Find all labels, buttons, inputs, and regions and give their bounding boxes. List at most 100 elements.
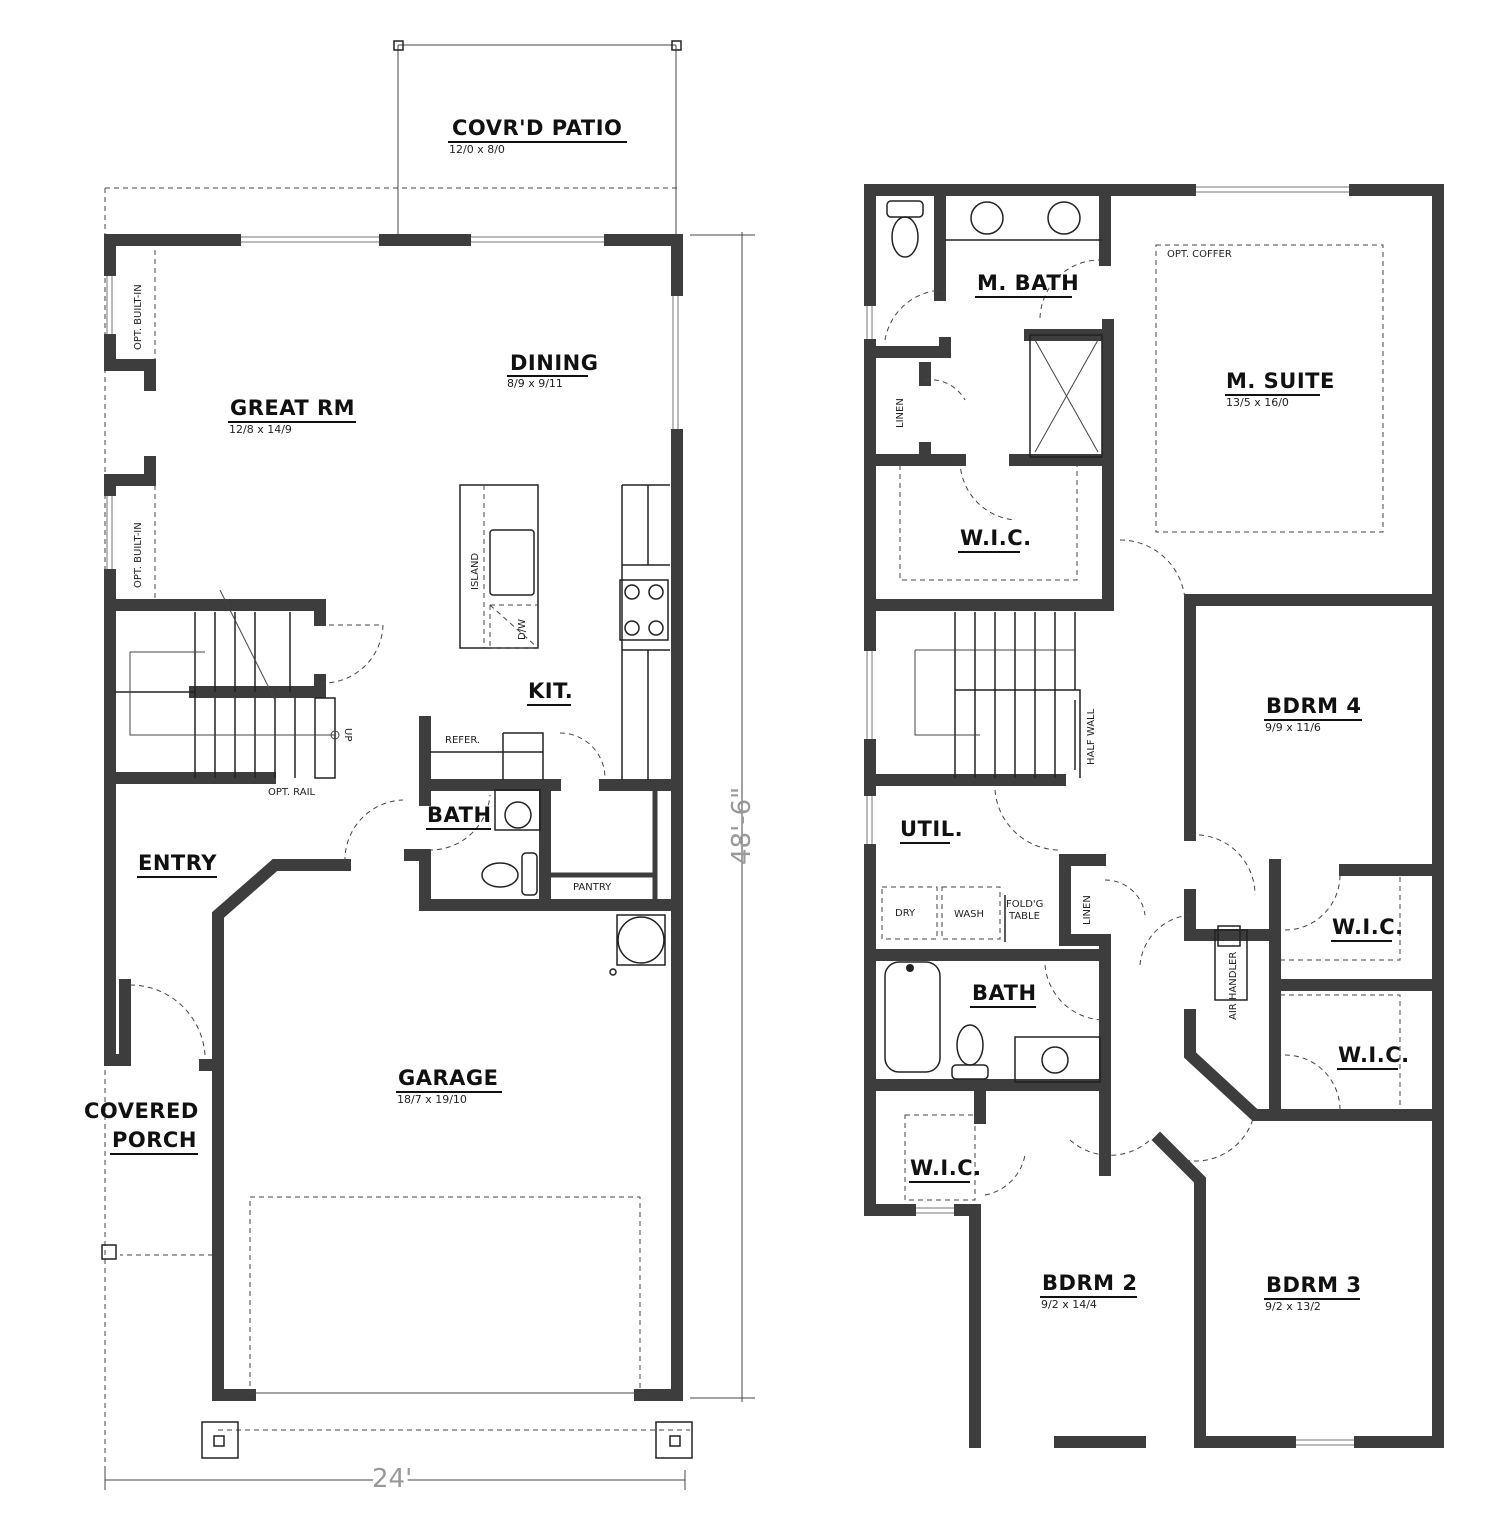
post-icon — [393, 40, 404, 51]
folding-table-label: FOLD'G — [1006, 899, 1043, 910]
window — [106, 489, 113, 576]
room-label-m-bath: M. BATH — [975, 271, 1079, 298]
svg-text:GREAT RM: GREAT RM — [230, 396, 355, 420]
dishwasher-label: D/W — [517, 619, 528, 640]
window — [866, 299, 873, 346]
toilet-icon — [481, 862, 519, 888]
island-label: ISLAND — [470, 553, 481, 590]
pantry-label: PANTRY — [573, 882, 612, 893]
svg-text:GARAGE: GARAGE — [398, 1066, 499, 1090]
room-label-m-suite: M. SUITE 13/5 x 16/0 — [1225, 369, 1335, 409]
svg-text:9/2 x 14/4: 9/2 x 14/4 — [1041, 1298, 1097, 1311]
room-label-entry: ENTRY — [137, 851, 217, 878]
svg-text:BDRM 4: BDRM 4 — [1266, 694, 1361, 718]
room-label-bath: BATH — [426, 803, 492, 830]
toilet-icon — [886, 200, 924, 218]
svg-text:BATH: BATH — [427, 803, 492, 827]
window — [234, 236, 386, 243]
svg-text:KIT.: KIT. — [528, 679, 573, 703]
room-label-covered-porch: COVERED PORCH — [84, 1099, 199, 1155]
built-in-label: OPT. BUILT-IN — [133, 284, 144, 350]
room-label-great-rm: GREAT RM 12/8 x 14/9 — [228, 396, 356, 436]
window — [866, 644, 873, 746]
room-label-wic: W.I.C. — [1337, 1043, 1410, 1070]
room-label-bath: BATH — [970, 981, 1037, 1008]
linen-label: LINEN — [1082, 895, 1093, 925]
sink-icon — [489, 529, 535, 596]
window — [1289, 1439, 1361, 1446]
svg-text:DINING: DINING — [510, 351, 598, 375]
svg-text:W.I.C.: W.I.C. — [1338, 1043, 1410, 1067]
svg-text:13/5 x 16/0: 13/5 x 16/0 — [1226, 396, 1289, 409]
svg-text:18/7 x 19/10: 18/7 x 19/10 — [397, 1093, 467, 1106]
sink-icon — [970, 201, 1004, 235]
room-label-patio: COVR'D PATIO 12/0 x 8/0 — [448, 116, 627, 156]
walls — [104, 234, 683, 1401]
walls — [864, 184, 1444, 1448]
room-label-wic: W.I.C. — [958, 526, 1032, 553]
depth-dimension: 48'-6" — [727, 787, 757, 865]
half-wall-label: HALF WALL — [1086, 708, 1097, 765]
svg-text:9/2 x 13/2: 9/2 x 13/2 — [1265, 1300, 1321, 1313]
stairs-up-label: UP — [342, 728, 353, 741]
bathtub-icon — [884, 961, 941, 1073]
opt-rail-label: OPT. RAIL — [268, 787, 316, 798]
room-label-bdrm-3: BDRM 3 9/2 x 13/2 — [1264, 1273, 1361, 1313]
svg-text:9/9 x 11/6: 9/9 x 11/6 — [1265, 721, 1321, 734]
window — [866, 789, 873, 851]
svg-text:PORCH: PORCH — [112, 1128, 197, 1152]
stairs: HALF WALL — [914, 612, 1097, 778]
width-dimension: 24' — [372, 1464, 412, 1494]
sliding-door — [464, 236, 611, 243]
cooktop-icon — [619, 579, 669, 641]
washer — [941, 886, 1001, 940]
svg-text:12/8 x 14/9: 12/8 x 14/9 — [229, 423, 292, 436]
svg-text:12/0 x 8/0: 12/0 x 8/0 — [449, 143, 505, 156]
svg-text:W.I.C.: W.I.C. — [910, 1156, 982, 1180]
window — [1189, 186, 1356, 193]
svg-text:W.I.C.: W.I.C. — [1332, 915, 1404, 939]
opt-coffer-label: OPT. COFFER — [1167, 249, 1232, 260]
svg-text:M. BATH: M. BATH — [977, 271, 1079, 295]
post-icon — [671, 40, 682, 51]
built-in-label: OPT. BUILT-IN — [133, 522, 144, 588]
svg-text:8/9 x 9/11: 8/9 x 9/11 — [507, 377, 563, 390]
svg-text:ENTRY: ENTRY — [138, 851, 217, 875]
room-label-bdrm-4: BDRM 4 9/9 x 11/6 — [1264, 694, 1362, 734]
svg-text:W.I.C.: W.I.C. — [960, 526, 1032, 550]
room-label-util: UTIL. — [900, 817, 963, 844]
room-label-wic: W.I.C. — [909, 1156, 982, 1183]
dryer-label: DRY — [895, 908, 916, 919]
washer-label: WASH — [954, 909, 984, 920]
svg-text:BATH: BATH — [972, 981, 1037, 1005]
room-label-dining: DINING 8/9 x 9/11 — [507, 351, 598, 390]
roof-outline — [104, 187, 690, 1480]
post-icon — [101, 1244, 117, 1260]
room-label-garage: GARAGE 18/7 x 19/10 — [396, 1066, 502, 1106]
room-label-kitchen: KIT. — [527, 679, 573, 706]
water-heater-icon — [616, 914, 666, 966]
post-icon — [201, 1421, 239, 1459]
kitchen-island — [459, 484, 539, 649]
window — [909, 1207, 961, 1214]
linen-label: LINEN — [895, 398, 906, 428]
dryer — [881, 886, 938, 940]
svg-text:UTIL.: UTIL. — [900, 817, 963, 841]
stairs: UP OPT. RAIL — [115, 589, 353, 798]
air-handler — [1214, 929, 1248, 1001]
svg-text:BDRM 3: BDRM 3 — [1266, 1273, 1361, 1297]
svg-text:COVR'D PATIO: COVR'D PATIO — [452, 116, 622, 140]
shower-icon — [1029, 334, 1103, 458]
room-label-bdrm-2: BDRM 2 9/2 x 14/4 — [1040, 1271, 1137, 1311]
dimension-lines: 48'-6" 24' — [104, 232, 757, 1498]
svg-text:COVERED: COVERED — [84, 1099, 199, 1123]
sink-icon — [1047, 201, 1081, 235]
refer-label: REFER. — [445, 735, 480, 746]
svg-text:M. SUITE: M. SUITE — [1226, 369, 1335, 393]
second-floor: OPT. COFFER LINEN HALF WALL DRY WASH FOL… — [864, 184, 1444, 1448]
toilet-icon — [956, 1024, 984, 1066]
svg-text:BDRM 2: BDRM 2 — [1042, 1271, 1137, 1295]
sink-icon — [494, 789, 541, 831]
post-icon — [655, 1421, 693, 1459]
